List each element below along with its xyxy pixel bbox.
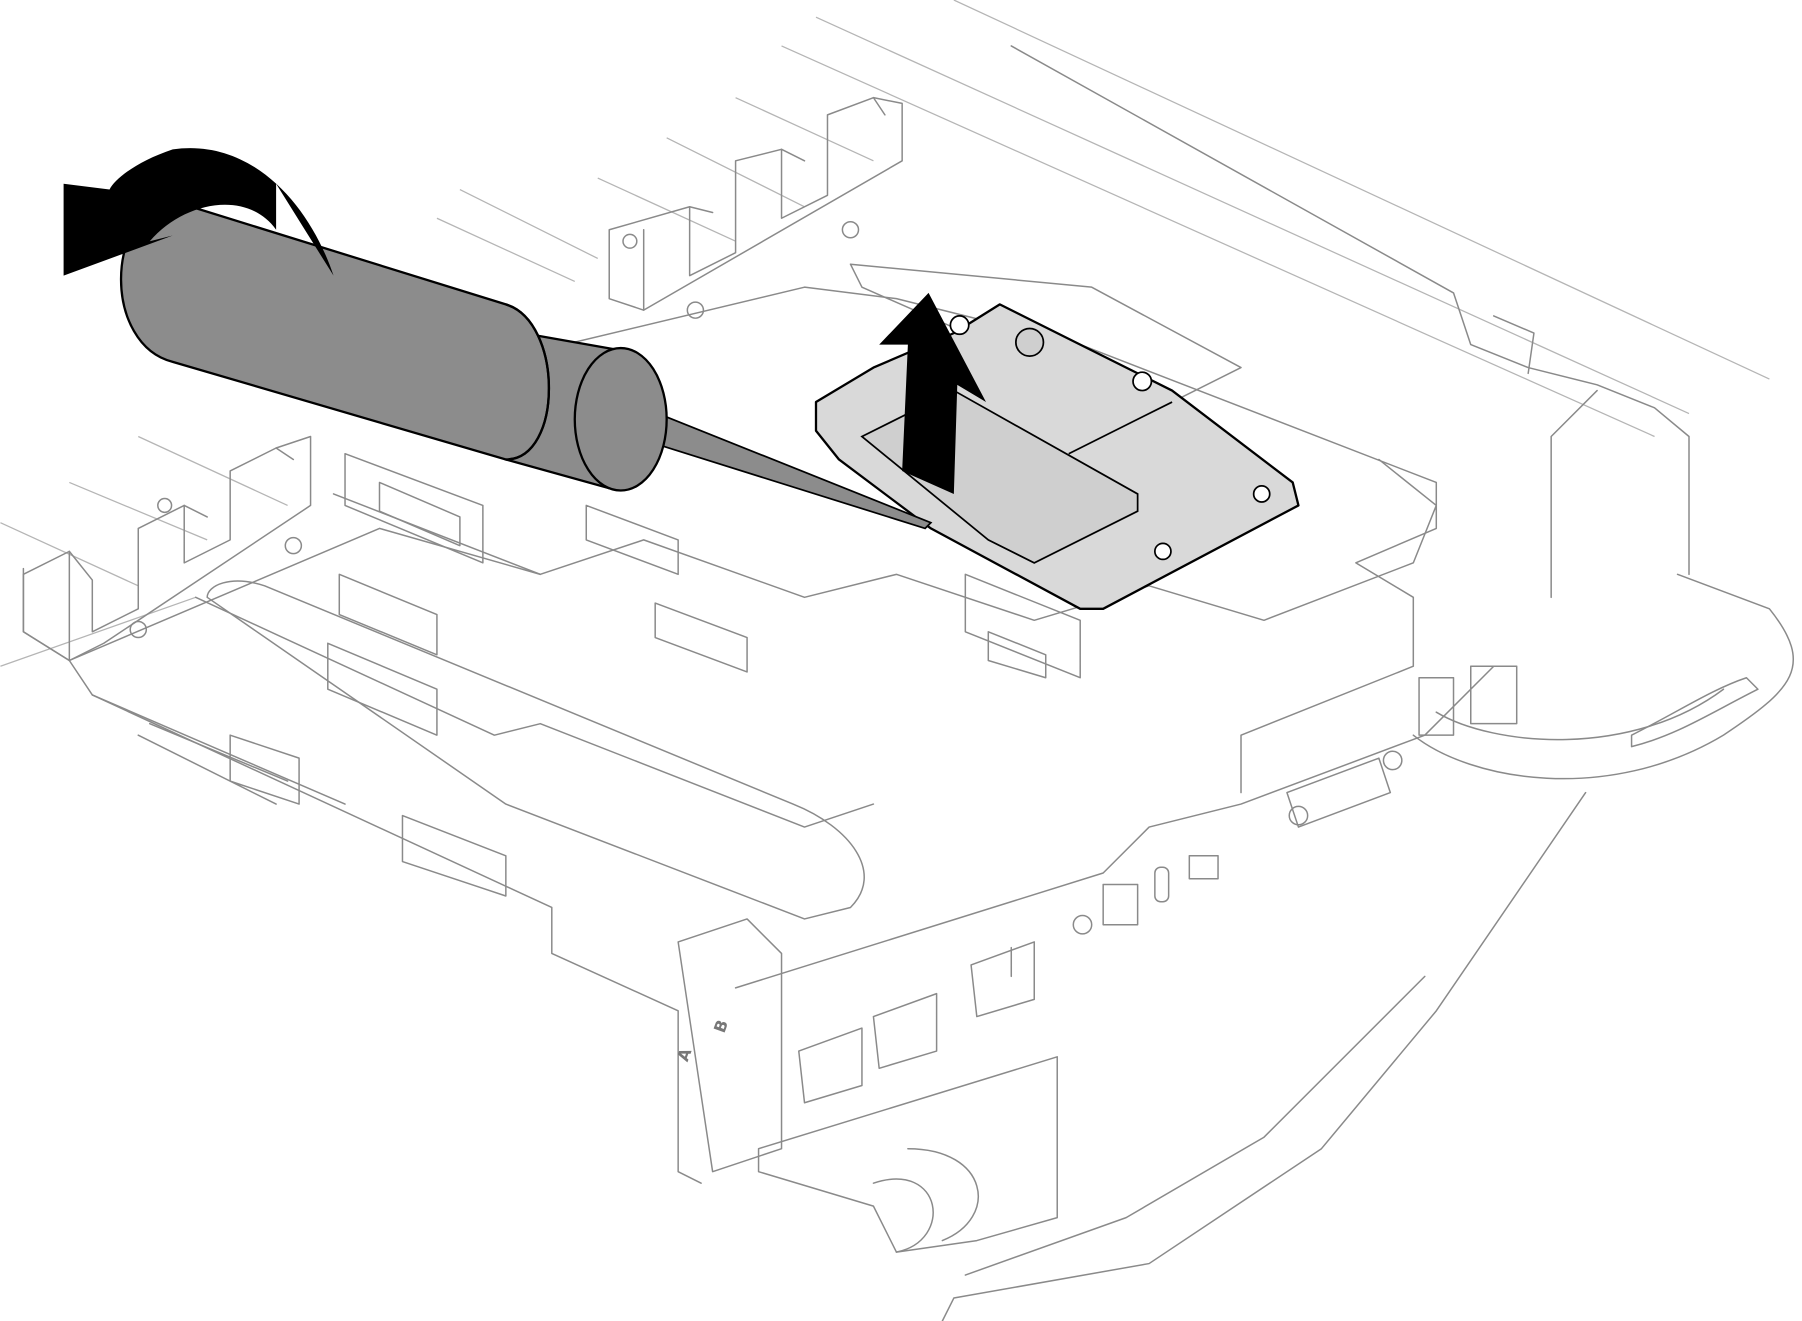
lift-arrow-icon: [879, 292, 987, 494]
rotate-arrow-icon: [63, 148, 334, 276]
fin-row-top: [608, 96, 903, 319]
module-plate: [814, 303, 1300, 610]
screwdriver: [120, 199, 933, 530]
port-label-a: A: [673, 1045, 695, 1064]
fin-row-left: [22, 435, 312, 662]
rear-ports: [137, 665, 1518, 1104]
port-label-b: B: [710, 1017, 732, 1035]
